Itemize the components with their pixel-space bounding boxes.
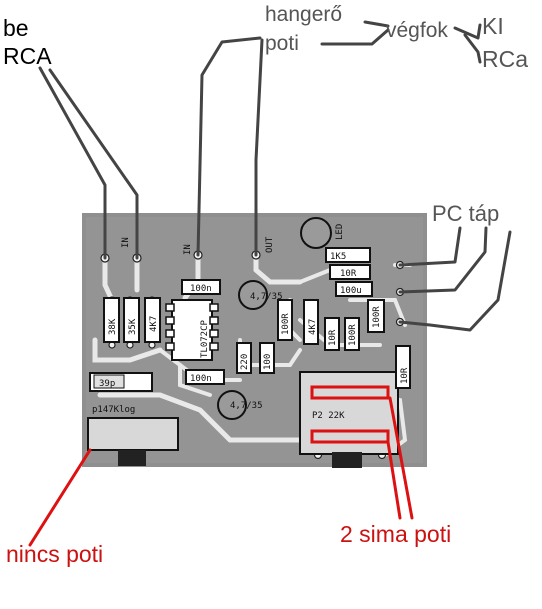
capacitor-100u-right bbox=[335, 281, 373, 297]
highlight-pot-upper bbox=[310, 385, 390, 400]
capacitor-39p-body bbox=[93, 374, 125, 389]
resistor-4k7-right-label: 4K7 bbox=[308, 319, 318, 335]
resistor-100r-right-label: 100R bbox=[348, 324, 358, 346]
capacitor-100n-bottom bbox=[185, 369, 225, 385]
resistor-100r-far-label: 100R bbox=[372, 306, 382, 328]
pcb-led-label: LED bbox=[335, 224, 345, 240]
red-line-no-pot bbox=[28, 448, 92, 547]
pot-right-label: P2 22K bbox=[312, 411, 345, 421]
label-power-amp: végfok bbox=[386, 19, 448, 42]
highlight-pot-lower bbox=[310, 429, 390, 444]
label-input-rca-line1: be bbox=[3, 15, 29, 41]
ic-label: TL072CP bbox=[200, 319, 210, 358]
label-output-line1: KI bbox=[482, 13, 504, 39]
pot-right-shaft bbox=[332, 452, 362, 468]
red-annotation-lines bbox=[28, 396, 414, 547]
resistor-10r-top-label: 10R bbox=[340, 269, 357, 279]
wire-volume-to-amp-1 bbox=[363, 20, 390, 28]
resistor-38k-1 bbox=[103, 297, 120, 343]
resistor-10r-top bbox=[329, 264, 371, 280]
resistor-100r bbox=[277, 299, 293, 341]
resistor-4k7-left bbox=[144, 297, 161, 343]
label-pc-power: PC táp bbox=[432, 201, 500, 226]
capacitor-100u-right-label: 100u bbox=[340, 286, 362, 296]
capacitor-39p-label: 39p bbox=[99, 379, 115, 389]
resistor-38k-2-label: 35K bbox=[128, 318, 138, 335]
capacitor-100-small-label: 100 bbox=[263, 354, 273, 370]
capacitor-4u7-bottom-label: 4,7/35 bbox=[230, 401, 263, 411]
pcb-out-label: OUT bbox=[265, 236, 275, 253]
label-volume-pot-line2: poti bbox=[265, 32, 299, 55]
pot-left-label: p147Klog bbox=[92, 405, 135, 415]
label-two-plain-pots: 2 sima poti bbox=[340, 521, 452, 547]
label-no-pot: nincs poti bbox=[6, 541, 104, 567]
ic-pins bbox=[165, 303, 219, 351]
pcb-in-left-label: IN bbox=[121, 237, 131, 248]
pot-left-shaft bbox=[118, 450, 146, 466]
red-line-pot-upper bbox=[388, 396, 414, 520]
resistor-38k-2 bbox=[123, 297, 140, 343]
capacitor-100n-bottom-label: 100n bbox=[190, 374, 212, 384]
resistor-38k-1-label: 38K bbox=[108, 318, 118, 335]
wire-pc-power-2 bbox=[398, 226, 488, 294]
capacitor-220-label: 220 bbox=[240, 354, 250, 370]
resistor-10r-bottom bbox=[395, 345, 411, 389]
capacitor-4u7-top bbox=[238, 280, 268, 310]
capacitor-4u7-top-label: 4,7/35 bbox=[250, 292, 283, 302]
label-input-rca-line2: RCA bbox=[3, 43, 52, 69]
wire-pc-power-1 bbox=[398, 226, 462, 267]
label-output-line2: RCa bbox=[482, 46, 529, 72]
resistor-100r-right bbox=[344, 317, 360, 351]
led bbox=[300, 217, 332, 249]
wire-in-right bbox=[48, 68, 139, 260]
wire-to-volume-pot-out bbox=[254, 38, 264, 257]
resistor-10r-bottom-label: 10R bbox=[400, 367, 410, 384]
resistor-10r-mid bbox=[324, 317, 340, 351]
wire-volume-to-amp-2 bbox=[320, 28, 390, 46]
resistor-1k5-label: 1K5 bbox=[330, 252, 346, 262]
capacitor-100n-top-label: 100n bbox=[190, 284, 212, 294]
wire-amp-to-out-1 bbox=[453, 23, 482, 40]
capacitor-100n-top bbox=[181, 279, 221, 295]
wire-in-left bbox=[38, 66, 107, 260]
resistor-10r-mid-label: 10R bbox=[328, 329, 338, 346]
label-volume-pot-line1: hangerő bbox=[265, 3, 343, 26]
wire-to-volume-pot-in bbox=[196, 36, 262, 257]
resistor-100r-label: 100R bbox=[281, 313, 291, 335]
resistor-4k7-left-label: 4K7 bbox=[149, 316, 159, 332]
pot-left bbox=[87, 417, 179, 451]
resistor-4k7-right bbox=[303, 299, 319, 345]
capacitor-4u7-bottom bbox=[217, 390, 247, 420]
wire-pc-power-3 bbox=[398, 230, 512, 332]
capacitor-220 bbox=[236, 342, 252, 374]
resistor-100r-far bbox=[367, 299, 385, 333]
annotation-wires bbox=[38, 20, 512, 332]
capacitor-100-small bbox=[259, 342, 275, 374]
red-line-pot-lower bbox=[386, 440, 402, 520]
pcb-in-mid-label: IN bbox=[183, 244, 193, 255]
resistor-1k5 bbox=[325, 247, 371, 263]
wire-amp-to-out-2 bbox=[463, 33, 482, 64]
